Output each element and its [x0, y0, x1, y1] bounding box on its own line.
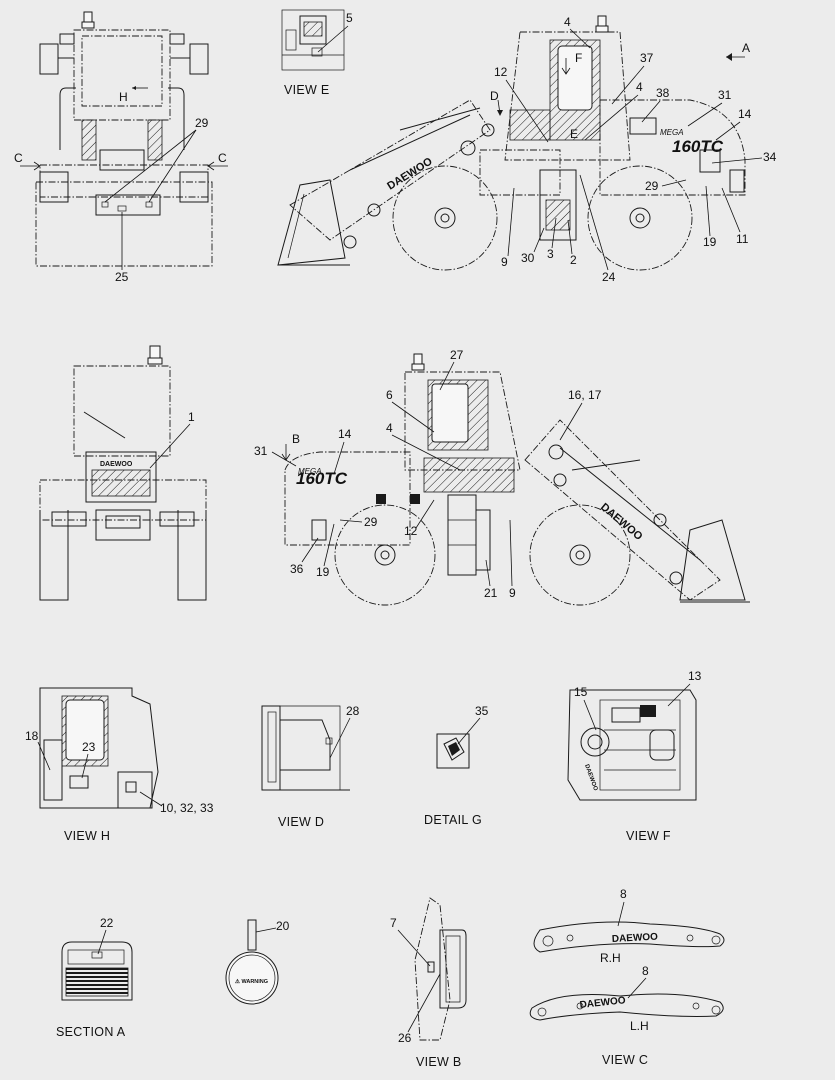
callout-4-mid: 4 [636, 80, 643, 94]
callout-9-right: 9 [501, 255, 508, 269]
callout-20: 20 [276, 919, 290, 933]
caption-view-f: VIEW F [626, 829, 671, 843]
detail-g: 35 DETAIL G [424, 704, 489, 827]
callout-30: 30 [521, 251, 535, 265]
marker-b: B [292, 432, 300, 446]
right-side-view: MEGA 160TC DAEWOO A D F E 4 37 4 [277, 15, 777, 284]
callout-23: 23 [82, 740, 96, 754]
label-lh: L.H [630, 1019, 649, 1033]
decal-daewoo-grille: DAEWOO [100, 461, 133, 468]
decal-daewoo-arm-right: DAEWOO [385, 155, 435, 192]
callout-34: 34 [763, 150, 777, 164]
callout-4-left: 4 [386, 421, 393, 435]
front-view-top: H C C 29 25 [14, 11, 228, 284]
decal-daewoo-rh: DAEWOO [612, 932, 659, 945]
decal-daewoo-view-f: DAEWOO [583, 764, 598, 792]
caption-section-a: SECTION A [56, 1025, 126, 1039]
callout-25: 25 [115, 270, 129, 284]
callout-8-lh: 8 [642, 964, 649, 978]
decal-160tc-right: 160TC [672, 137, 724, 156]
callout-16-17: 16, 17 [568, 388, 602, 402]
decal-160tc-left: 160TC [296, 469, 348, 488]
callout-2: 2 [570, 253, 577, 267]
view-c: DAEWOO 8 R.H DAEWOO 8 L.H VIEW C [529, 887, 725, 1067]
callout-12-left: 12 [404, 524, 418, 538]
callout-5: 5 [346, 11, 353, 25]
callout-31-left: 31 [254, 444, 268, 458]
marker-h: H [119, 90, 128, 104]
decal-mega-right: MEGA [660, 128, 684, 137]
callout-22: 22 [100, 916, 114, 930]
callout-13: 13 [688, 669, 702, 683]
callout-21: 21 [484, 586, 498, 600]
marker-c-left: C [14, 151, 23, 165]
marker-e: E [570, 127, 578, 141]
section-a: 22 SECTION A [56, 916, 133, 1039]
caption-detail-g: DETAIL G [424, 813, 482, 827]
callout-35: 35 [475, 704, 489, 718]
callout-3: 3 [547, 247, 554, 261]
marker-c-right: C [218, 151, 227, 165]
callout-18: 18 [25, 729, 39, 743]
front-view-middle: DAEWOO 1 [39, 345, 207, 601]
callout-10-32-33: 10, 32, 33 [160, 801, 214, 815]
callout-29-right: 29 [645, 179, 659, 193]
callout-15: 15 [574, 685, 588, 699]
marker-f: F [575, 51, 582, 65]
decal-mega-left: MEGA [298, 467, 322, 476]
callout-31-right: 31 [718, 88, 732, 102]
caption-view-e: VIEW E [284, 83, 330, 97]
callout-4-top: 4 [564, 15, 571, 29]
warning-tag: ⚠ WARNING 20 [225, 919, 290, 1005]
view-b: 7 26 VIEW B [390, 897, 467, 1069]
view-d: 28 VIEW D [261, 704, 360, 829]
label-rh: R.H [600, 951, 621, 965]
callout-8-rh: 8 [620, 887, 627, 901]
callout-24: 24 [602, 270, 616, 284]
callout-37: 37 [640, 51, 654, 65]
callout-14-left: 14 [338, 427, 352, 441]
decal-daewoo-arm-left: DAEWOO [598, 501, 645, 543]
caption-view-b: VIEW B [416, 1055, 462, 1069]
view-f: DAEWOO 13 15 VIEW F [567, 669, 702, 843]
callout-29: 29 [195, 116, 209, 130]
callout-11: 11 [736, 232, 749, 246]
left-side-view: MEGA 160TC DAEWOO B 27 6 [254, 348, 750, 606]
decal-warning-text: ⚠ WARNING [235, 978, 268, 985]
callout-27: 27 [450, 348, 464, 362]
callout-19-left: 19 [316, 565, 330, 579]
callout-26: 26 [398, 1031, 412, 1045]
caption-view-h: VIEW H [64, 829, 110, 843]
callout-6: 6 [386, 388, 393, 402]
marker-d: D [490, 89, 499, 103]
callout-38: 38 [656, 86, 670, 100]
callout-7: 7 [390, 916, 397, 930]
callout-29-left: 29 [364, 515, 378, 529]
marker-a: A [742, 41, 750, 55]
callout-28: 28 [346, 704, 360, 718]
callout-14-right: 14 [738, 107, 752, 121]
callout-36: 36 [290, 562, 304, 576]
decal-daewoo-lh: DAEWOO [579, 995, 626, 1011]
callout-9-left: 9 [509, 586, 516, 600]
view-e: 5 VIEW E [281, 9, 353, 97]
callout-12-right: 12 [494, 65, 508, 79]
caption-view-c: VIEW C [602, 1053, 648, 1067]
view-h: 18 23 10, 32, 33 VIEW H [25, 687, 214, 843]
callout-1: 1 [188, 410, 195, 424]
callout-19-right: 19 [703, 235, 717, 249]
caption-view-d: VIEW D [278, 815, 324, 829]
